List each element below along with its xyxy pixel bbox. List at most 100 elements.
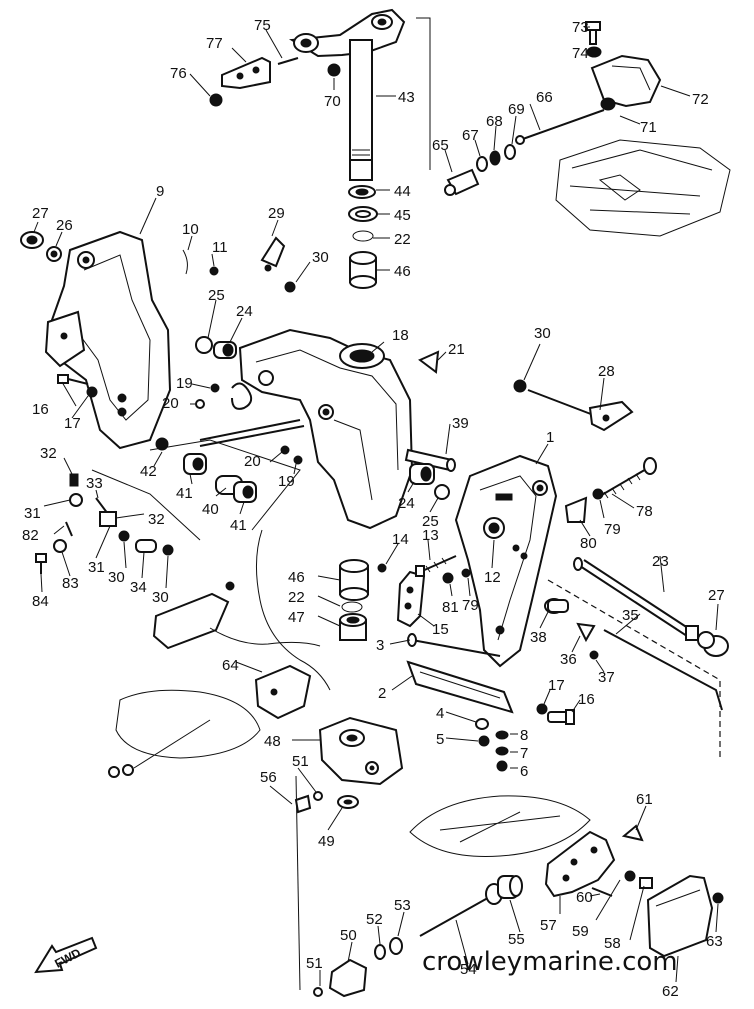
nut-6 [496, 760, 508, 772]
part-label: 39 [452, 415, 469, 432]
part-label: 42 [140, 463, 157, 480]
part-label: 53 [394, 897, 411, 914]
part-label: 13 [422, 527, 439, 544]
part-label: 30 [108, 569, 125, 586]
part-label: 78 [636, 503, 653, 520]
part-label: 25 [422, 513, 439, 530]
part-label: 84 [32, 593, 49, 610]
shaft-23 [573, 557, 699, 641]
washer-59 [624, 870, 636, 882]
bracket-57 [544, 830, 616, 898]
part-label: 74 [572, 45, 589, 62]
spring-10 [182, 249, 188, 275]
part-label: 33 [86, 475, 103, 492]
bushing-46-upper [349, 251, 377, 289]
part-label: 46 [288, 569, 305, 586]
bolt-16-right [547, 709, 575, 725]
part-label: 19 [278, 473, 295, 490]
part-label: 21 [448, 341, 465, 358]
wire-loop [115, 689, 261, 759]
tray-sketch [555, 139, 731, 237]
part-label: 31 [88, 559, 105, 576]
screw-14 [377, 563, 387, 573]
part-label: 8 [520, 727, 528, 744]
part-label: 51 [306, 955, 323, 972]
part-label: 40 [202, 501, 219, 518]
washer-74 [586, 46, 602, 58]
clip-36 [576, 622, 596, 643]
wire-64 [209, 627, 321, 647]
bushing-24a [213, 341, 237, 359]
part-label: 17 [548, 677, 565, 694]
o-ring-22b [341, 601, 363, 613]
nipple-51a [313, 791, 323, 801]
part-label: 16 [578, 691, 595, 708]
part-label: 75 [254, 17, 271, 34]
tilt-lever-28 [527, 389, 634, 432]
leader-51 [295, 775, 301, 991]
part-label: 10 [182, 221, 199, 238]
screw-13 [415, 555, 457, 577]
link-rod-66 [515, 109, 605, 145]
plate-15 [396, 570, 426, 628]
part-label: 55 [508, 931, 525, 948]
part-label: 3 [376, 637, 384, 654]
part-label: 30 [152, 589, 169, 606]
part-label: 77 [206, 35, 223, 52]
part-label: 44 [394, 183, 411, 200]
part-label: 36 [560, 651, 577, 668]
bracket-32b [99, 511, 117, 527]
o-ring-22 [352, 230, 374, 242]
bracket-64b [254, 664, 312, 720]
nipple-5 [478, 735, 490, 747]
part-label: 19 [176, 375, 193, 392]
part-label: 24 [398, 495, 415, 512]
part-label: 69 [508, 101, 525, 118]
part-label: 30 [312, 249, 329, 266]
part-label: 61 [636, 791, 653, 808]
part-label: 41 [230, 517, 247, 534]
nipple-51b [313, 987, 323, 997]
group-box-right [547, 579, 721, 760]
spring-loop [231, 382, 253, 410]
part-label: 56 [260, 769, 277, 786]
site-watermark: crowleymarine.com [422, 947, 678, 977]
washer-69 [504, 144, 516, 160]
part-label: 81 [442, 599, 459, 616]
part-label: 72 [692, 91, 709, 108]
grease-fitting-30a [284, 281, 296, 293]
part-label: 12 [484, 569, 501, 586]
part-label: 7 [520, 745, 528, 762]
part-label: 20 [162, 395, 179, 412]
bushing-47 [339, 613, 367, 641]
part-label: 16 [32, 401, 49, 418]
bolt-73 [585, 21, 601, 45]
steering-bracket-48 [318, 716, 404, 786]
part-label: 5 [436, 731, 444, 748]
washer-31a [69, 493, 83, 507]
nipple-30c [118, 530, 130, 542]
bolt-11 [209, 266, 219, 276]
bolt-84 [35, 553, 47, 574]
part-label: 67 [462, 127, 479, 144]
part-label: 66 [536, 89, 553, 106]
part-label: 32 [40, 445, 57, 462]
nut-70 [327, 63, 341, 77]
part-label: 63 [706, 933, 723, 950]
cap-27-right [697, 631, 729, 657]
part-label: 26 [56, 217, 73, 234]
part-label: 22 [288, 589, 305, 606]
plate-80 [564, 496, 588, 523]
pad-62 [646, 874, 714, 958]
part-label: 62 [662, 983, 679, 1000]
nut-50 [328, 958, 368, 998]
part-label: 71 [640, 119, 657, 136]
nut-17-left [86, 386, 98, 398]
part-label: 24 [236, 303, 253, 320]
part-label: 41 [176, 485, 193, 502]
part-label: 23 [652, 553, 669, 570]
nut-83 [53, 539, 67, 553]
cap-27-top [20, 231, 44, 249]
cover-64 [152, 581, 235, 650]
part-label: 57 [540, 917, 557, 934]
